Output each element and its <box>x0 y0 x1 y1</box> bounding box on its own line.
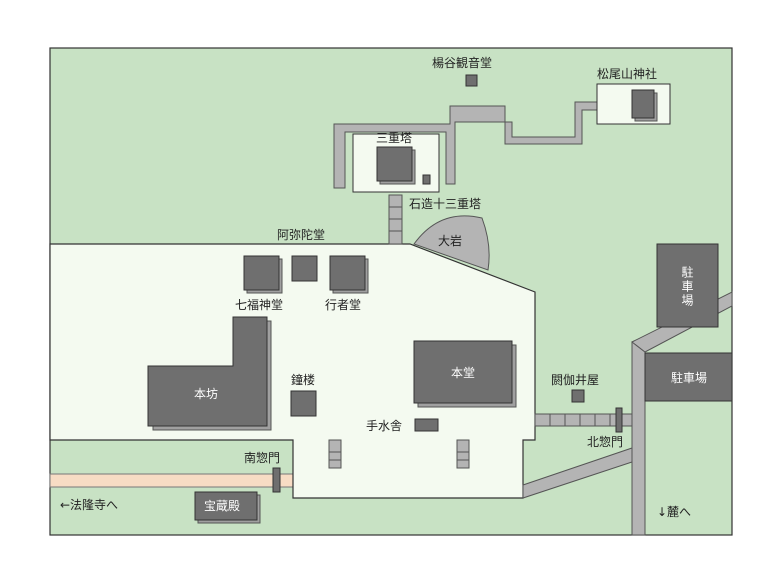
label-amida-hall: 阿弥陀堂 <box>277 227 325 242</box>
label-yokoku-kannon: 楊谷観音堂 <box>432 55 492 70</box>
matsuo-shrine-building <box>631 89 655 119</box>
chozuya-building <box>414 418 439 432</box>
north-gate-marker <box>615 407 623 433</box>
parking-lot-2 <box>644 352 733 402</box>
label-parking-2: 駐車場 <box>671 370 707 385</box>
yokoku-kannon-building <box>465 74 478 87</box>
treasure-hall-building <box>194 491 258 521</box>
label-stone-pagoda: 石造十三重塔 <box>409 197 481 211</box>
amida-hall-building <box>291 255 318 282</box>
shichifuku-hall-building <box>243 255 280 291</box>
label-honbo: 本坊 <box>194 386 218 401</box>
south-diagonal-road <box>522 447 633 499</box>
south-gate-marker <box>272 467 281 493</box>
label-north-gate: 北惣門 <box>587 434 623 449</box>
label-matsuo-shrine: 松尾山神社 <box>597 66 657 81</box>
temple-precinct <box>49 243 536 499</box>
hondo-building <box>413 340 513 404</box>
sanju-pagoda-building <box>376 146 413 182</box>
label-hondo: 本堂 <box>451 366 475 380</box>
label-to-horyuji: ←法隆寺へ <box>60 497 118 512</box>
aka-house-building <box>571 389 585 403</box>
pagoda-loop-path <box>333 101 598 189</box>
oiwa-rock <box>413 215 490 271</box>
road-to-horyuji <box>49 473 301 488</box>
east-road <box>631 335 646 536</box>
label-to-foot: ↓麓へ <box>657 505 691 519</box>
stairs-south-right <box>456 439 470 469</box>
label-gyoja-hall: 行者堂 <box>325 298 361 312</box>
label-sanju-pagoda: 三重塔 <box>376 131 412 145</box>
stone-pagoda-building <box>422 174 431 185</box>
label-shichifuku-hall: 七福神堂 <box>235 297 283 312</box>
label-chozuya: 手水舎 <box>366 419 402 433</box>
label-bell-tower: 鐘楼 <box>291 372 315 387</box>
label-oiwa: 大岩 <box>438 233 462 248</box>
label-south-gate: 南惣門 <box>244 450 280 465</box>
label-parking-1: 駐車場 <box>680 265 694 308</box>
label-treasure-hall: 宝蔵殿 <box>204 499 240 513</box>
parking-lot-1 <box>656 243 719 328</box>
label-aka-house: 閼伽井屋 <box>551 372 599 387</box>
walkway-north-gate <box>534 413 633 427</box>
bell-tower-building <box>290 390 317 417</box>
gyoja-hall-building <box>329 255 366 291</box>
honbo-building <box>147 316 268 427</box>
stairs-south-left <box>328 439 342 469</box>
